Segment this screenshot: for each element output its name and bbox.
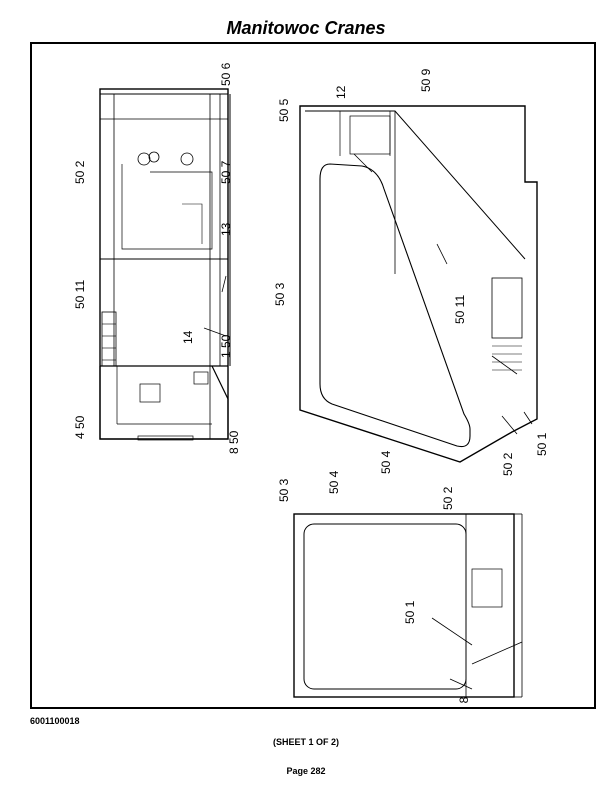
callout-50-11: 50 11 — [73, 280, 87, 309]
callout-1-50: 1 50 — [219, 334, 233, 358]
page-title: Manitowoc Cranes — [226, 18, 386, 38]
document-number: 6001100018 — [30, 716, 80, 726]
callout-50-4-bottom: 50 4 — [327, 470, 341, 494]
page-number: Page 282 — [286, 766, 326, 776]
callout-50-3-bottom: 50 3 — [277, 478, 291, 502]
callout-50-2-bottom: 50 2 — [441, 486, 455, 510]
callout-50-3: 50 3 — [273, 282, 287, 306]
cab-parts-drawing: 50 6 50 2 50 7 13 50 11 14 1 50 4 50 8 5… — [73, 62, 549, 707]
callout-13: 13 — [219, 222, 233, 236]
callout-50-7: 50 7 — [219, 160, 233, 184]
callout-4-50: 4 50 — [73, 415, 87, 439]
callout-50-5: 50 5 — [277, 98, 291, 122]
left-cab-view — [99, 88, 231, 441]
sheet-indicator: (SHEET 1 OF 2) — [272, 737, 339, 747]
callout-8-50: 8 50 — [227, 430, 241, 454]
right-cab-view — [299, 105, 538, 463]
callout-50-2-right: 50 2 — [501, 452, 515, 476]
bottom-cab-view — [293, 513, 523, 698]
callout-50-11-right: 50 11 — [453, 295, 467, 324]
callout-50-4: 50 4 — [379, 450, 393, 474]
drawing-frame: 50 6 50 2 50 7 13 50 11 14 1 50 4 50 8 5… — [30, 42, 596, 709]
callout-50-9: 50 9 — [419, 68, 433, 92]
callout-50-6: 50 6 — [219, 62, 233, 86]
callout-14: 14 — [181, 330, 195, 344]
callout-50-2: 50 2 — [73, 160, 87, 184]
callout-50-1-bottom: 50 1 — [403, 600, 417, 624]
callout-50-1: 50 1 — [535, 432, 549, 456]
callout-50-8-bottom: 50 8 — [457, 696, 471, 707]
callout-12: 12 — [334, 85, 348, 99]
